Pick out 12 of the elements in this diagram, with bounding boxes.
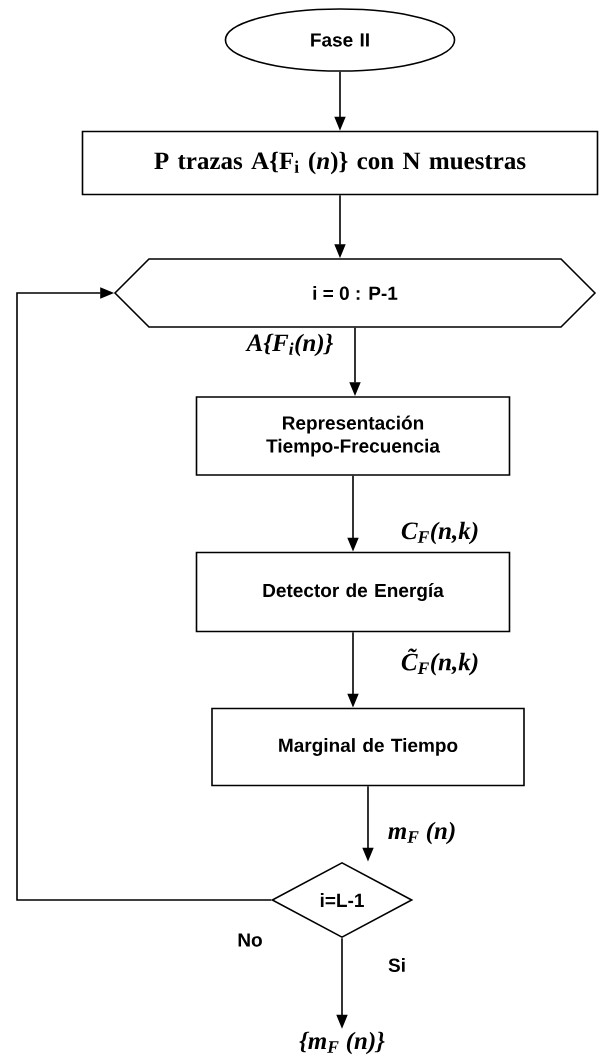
arrow [16,287,272,901]
edge-label: C̃$_{F}$(n,k) [401,648,478,676]
process-box: P trazas A{F$_{i}$ (n)} con N muestras [81,130,599,196]
edge-label: No [238,933,262,947]
process-box: Marginal de Tiempo [211,707,525,787]
process-box: Representación Tiempo-Frecuencia [195,396,511,476]
process-box: Detector de Energía [195,551,511,633]
output-text: {m$_{F}$ (n)} [299,1031,385,1055]
edge-label: m$_{F}$ (n) [388,821,455,845]
edge-label: C$_{F}$(n,k) [401,521,478,545]
edge-label: A{F$_{i}$(n)} [245,333,333,357]
edge-label: Si [388,958,405,972]
